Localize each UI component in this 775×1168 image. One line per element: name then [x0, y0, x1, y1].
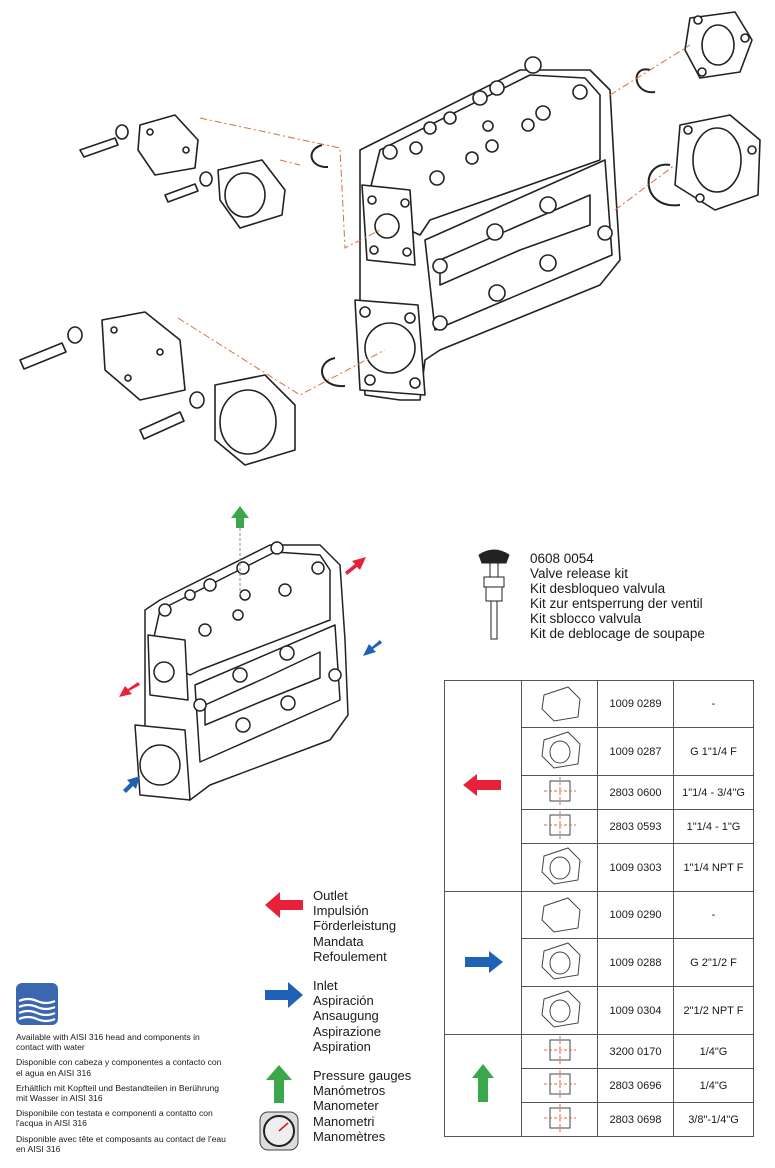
inlet-legend-text: Inlet Aspiración Ansaugung Aspirazione A… — [313, 978, 381, 1054]
part-code: 1009 0304 — [597, 986, 674, 1035]
pump-flow-diagram — [119, 506, 382, 801]
part-desc: - — [673, 680, 754, 728]
legend-line: Manómetros — [313, 1083, 386, 1099]
fitting-icon — [521, 1102, 598, 1137]
part-code: 2803 0593 — [597, 809, 674, 844]
valve-release-kit-icon — [478, 549, 510, 640]
part-desc: G 2"1/2 F — [673, 938, 754, 987]
part-code: 2803 0600 — [597, 775, 674, 810]
aisi-note: Available with AISI 316 head and compone… — [16, 1032, 200, 1053]
inlet-arrow-icon — [465, 950, 503, 973]
part-desc: 3/8"-1/4"G — [673, 1102, 754, 1137]
exploded-pump-diagram — [19, 11, 761, 466]
threaded-flange-icon — [521, 727, 598, 776]
kit-code: 0608 0054 — [530, 551, 594, 566]
legend-line: Förderleistung — [313, 918, 397, 934]
part-code: 1009 0288 — [597, 938, 674, 987]
gauges-legend-arrow — [266, 1065, 292, 1103]
outlet-legend-text: Outlet Impulsión Förderleistung Mandata … — [313, 888, 396, 964]
kit-label: Kit desbloqueo valvula — [530, 581, 666, 596]
aisi-note: Disponibile con testata e componenti a c… — [16, 1108, 213, 1129]
table-row: 1009 0290 - — [444, 891, 754, 1035]
part-desc: 1/4"G — [673, 1034, 754, 1069]
aisi-316-notes: Available with AISI 316 head and compone… — [16, 1032, 226, 1159]
threaded-flange-icon — [521, 986, 598, 1035]
part-desc: 2"1/2 NPT F — [673, 986, 754, 1035]
gauges-arrow-icon — [472, 1064, 494, 1102]
legend-line: Impulsión — [313, 903, 369, 919]
legend-line: Pressure gauges — [313, 1068, 412, 1083]
table-row: 2803 0696 1/4"G — [445, 1068, 754, 1103]
table-row: 2803 0698 3/8"-1/4"G — [445, 1102, 754, 1137]
part-desc: 1"1/4 - 1"G — [673, 809, 754, 844]
legend-line: Inlet — [313, 978, 338, 993]
gauges-group-cell — [444, 1034, 522, 1137]
aisi-316-logo — [16, 983, 58, 1025]
legend-line: Manometri — [313, 1113, 375, 1129]
outlet-arrow-left — [119, 682, 140, 697]
fitting-icon — [521, 1034, 598, 1069]
part-desc: - — [673, 891, 754, 939]
part-desc: 1/4"G — [673, 1068, 754, 1103]
outlet-group-cell — [444, 680, 522, 892]
table-row: 1009 0287 G 1"1/4 F — [445, 727, 754, 776]
threaded-flange-icon — [521, 843, 598, 892]
threaded-flange-icon — [521, 938, 598, 987]
inlet-arrow-bottom — [123, 776, 140, 793]
part-code: 1009 0303 — [597, 843, 674, 892]
pressure-gauge-icon — [259, 1111, 299, 1151]
blind-flange-icon — [521, 680, 598, 728]
kit-label: Kit sblocco valvula — [530, 611, 642, 626]
inlet-group-cell — [444, 891, 522, 1035]
legend-line: Outlet — [313, 888, 348, 903]
table-row: 1009 0303 1"1/4 NPT F — [445, 843, 754, 892]
part-code: 1009 0287 — [597, 727, 674, 776]
table-row: 1009 0289 - — [444, 680, 754, 892]
legend-line: Aspiration — [313, 1038, 371, 1054]
part-desc: 1"1/4 NPT F — [673, 843, 754, 892]
fitting-icon — [521, 775, 598, 810]
legend-line: Refoulement — [313, 948, 387, 964]
outlet-legend-arrow — [265, 892, 303, 918]
gauges-legend-text: Pressure gauges Manómetros Manometer Man… — [313, 1068, 411, 1144]
outlet-arrow-top — [345, 557, 366, 575]
legend-line: Ansaugung — [313, 1008, 379, 1024]
legend-line: Aspiración — [313, 993, 374, 1009]
legend-line: Aspirazione — [313, 1023, 381, 1039]
fitting-icon — [521, 1068, 598, 1103]
aisi-note: Disponible avec tête et composants au co… — [16, 1133, 226, 1154]
part-desc: 1"1/4 - 3/4"G — [673, 775, 754, 810]
part-code: 1009 0289 — [597, 680, 674, 728]
inlet-arrow-right — [363, 640, 382, 656]
legend-line: Mandata — [313, 933, 364, 949]
table-row: 1009 0304 2"1/2 NPT F — [445, 986, 754, 1035]
inlet-legend-arrow — [265, 982, 303, 1008]
fitting-icon — [521, 809, 598, 844]
gauge-arrow — [231, 506, 249, 528]
kit-label: Valve release kit — [530, 566, 629, 581]
outlet-arrow-icon — [463, 773, 501, 796]
legend-line: Manomètres — [313, 1128, 386, 1144]
table-row: 2803 0593 1"1/4 - 1"G — [445, 809, 754, 844]
blind-flange-icon — [521, 891, 598, 939]
accessories-table: 1009 0289 - 1009 0287 G 1"1/4 F 2803 060… — [444, 680, 754, 1137]
aisi-note: Erhältlich mit Kopfteil und Bestandteile… — [16, 1082, 220, 1104]
part-code: 3200 0170 — [597, 1034, 674, 1069]
kit-label: Kit de deblocage de soupape — [530, 626, 705, 641]
part-code: 2803 0698 — [597, 1102, 674, 1137]
legend-line: Manometer — [313, 1098, 379, 1114]
valve-release-kit-text: 0608 0054 Valve release kit Kit desbloqu… — [530, 551, 705, 641]
kit-label: Kit zur entsperrung der ventil — [530, 596, 703, 611]
table-row: 3200 0170 1/4"G — [444, 1034, 754, 1137]
part-code: 1009 0290 — [597, 891, 674, 939]
part-code: 2803 0696 — [597, 1068, 674, 1103]
part-desc: G 1"1/4 F — [673, 727, 754, 776]
aisi-note: Disponible con cabeza y componentes a co… — [16, 1057, 222, 1078]
